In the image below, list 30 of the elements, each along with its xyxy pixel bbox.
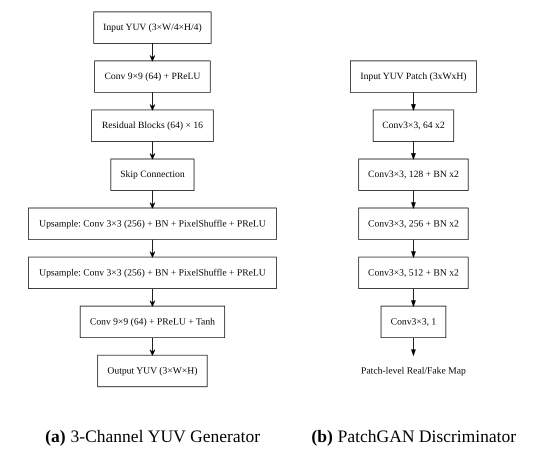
arrow (150, 288, 156, 306)
arrow (411, 92, 416, 112)
arrow (411, 141, 416, 160)
node-box: Input YUV (3×W/4×H/4) (93, 12, 212, 44)
node-box: Input YUV Patch (3xWxH) (350, 60, 477, 93)
arrow (411, 190, 416, 210)
node-box: Upsample: Conv 3×3 (256) + BN + PixelShuffle + PReLU (28, 256, 277, 289)
arrow (150, 141, 156, 160)
arrow (150, 337, 156, 356)
node-text: Patch-level Real/Fake Map (361, 365, 466, 376)
node-box: Conv 9×9 (64) + PReLU + Tanh (80, 306, 226, 338)
node-box: Upsample: Conv 3×3 (256) + BN + PixelShuffle + PReLU (28, 208, 277, 240)
node-box: Conv3×3, 64 x2 (372, 110, 454, 142)
node-box: Conv 9×9 (64) + PReLU (94, 60, 211, 93)
arrow (150, 92, 156, 110)
node-box: Conv3×3, 128 + BN x2 (358, 158, 469, 191)
arrow (150, 190, 156, 208)
node-box: Skip Connection (110, 158, 194, 191)
node-box: Conv3×3, 512 + BN x2 (358, 256, 469, 289)
arrow (150, 43, 156, 62)
arrow (411, 337, 416, 356)
label: (b) PatchGAN Discriminator (311, 426, 516, 446)
label: (a) 3-Channel YUV Generator (45, 426, 260, 446)
arrow (150, 239, 156, 258)
arrow (411, 288, 416, 308)
node-box: Residual Blocks (64) × 16 (91, 110, 214, 142)
node-box: Output YUV (3×W×H) (97, 354, 208, 388)
arrow (411, 239, 416, 258)
node-box: Conv3×3, 256 + BN x2 (358, 208, 469, 240)
node-box: Conv3×3, 1 (380, 306, 446, 338)
